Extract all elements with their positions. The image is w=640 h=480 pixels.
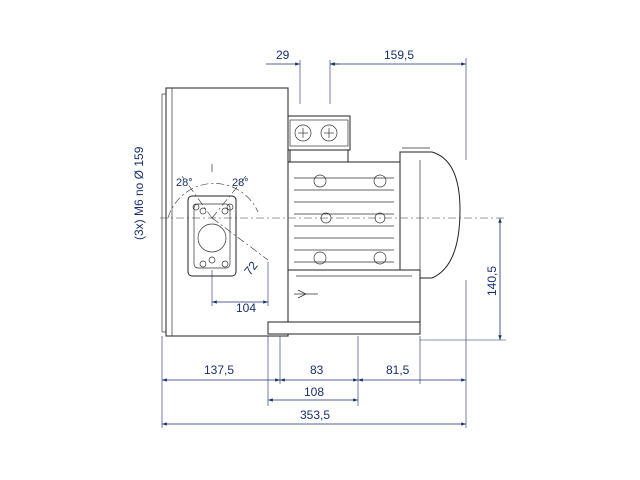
dim-104: 104 [211, 262, 269, 315]
bottom-extension-lines [161, 280, 467, 428]
dim-353-5: 353,5 [162, 408, 466, 426]
hole-note-label: (3x) M6 no Ø 159 [132, 146, 146, 240]
dim-hole-note: (3x) M6 no Ø 159 [132, 146, 146, 240]
dim-104-label: 104 [236, 301, 256, 315]
dim-83-label: 83 [310, 363, 324, 377]
angle-right-label: 28° [232, 177, 249, 189]
dim-108: 108 [268, 385, 358, 402]
dim-137-5-label: 137,5 [204, 363, 234, 377]
dim-159-5: 159,5 [330, 48, 467, 160]
dim-29: 29 [266, 48, 340, 104]
motor-body [287, 161, 401, 271]
bolt-circle [167, 164, 269, 264]
dim-81-5: 81,5 [358, 363, 466, 382]
angle-right: 28° [232, 177, 249, 189]
dim-83: 83 [280, 363, 358, 382]
dim-140-5: 140,5 [420, 218, 506, 341]
dim-353-5-label: 353,5 [300, 408, 330, 422]
dim-140-5-label: 140,5 [485, 266, 499, 296]
outlet-flange [187, 195, 237, 277]
base-plate [267, 269, 421, 335]
dim-81-5-label: 81,5 [386, 363, 410, 377]
dim-137-5: 137,5 [162, 363, 280, 382]
angle-left: 28° [176, 177, 193, 189]
fan-cover [399, 147, 461, 279]
dim-159-5-label: 159,5 [384, 48, 414, 62]
angle-left-label: 28° [176, 177, 193, 189]
dim-29-label: 29 [276, 48, 290, 62]
dim-108-label: 108 [304, 385, 324, 399]
